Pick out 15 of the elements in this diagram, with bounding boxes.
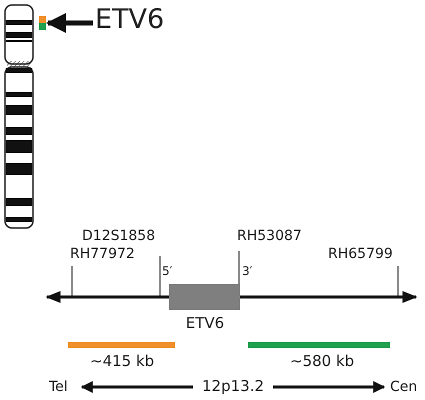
direction-label: Cen bbox=[390, 380, 418, 394]
band-label: 12p13.2 bbox=[202, 379, 264, 394]
marker-name: RH53087 bbox=[237, 229, 302, 243]
size-label: ~580 kb bbox=[290, 354, 354, 369]
marker-name: RH65799 bbox=[328, 247, 393, 261]
end-label: 3′ bbox=[242, 265, 252, 277]
probe-marker bbox=[39, 16, 46, 30]
gene-label: ETV6 bbox=[184, 316, 226, 331]
marker-name: D12S1858 bbox=[82, 229, 156, 243]
direction-label: Tel bbox=[49, 380, 68, 394]
end-label: 5′ bbox=[162, 265, 172, 277]
marker-name: RH77972 bbox=[70, 247, 135, 261]
gene-name: ETV6 bbox=[95, 6, 164, 33]
size-label: ~415 kb bbox=[90, 354, 154, 369]
arrow bbox=[46, 13, 93, 33]
